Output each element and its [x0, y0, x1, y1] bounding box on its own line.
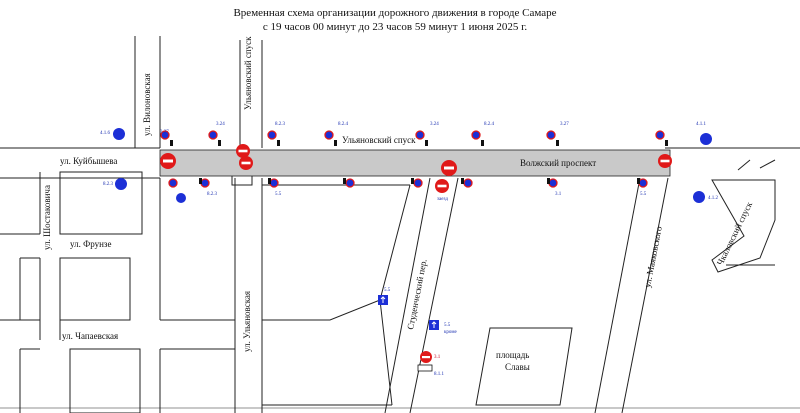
no-entry-icon — [236, 144, 250, 158]
no-parking-sign-icon — [208, 130, 218, 140]
no-parking-sign-icon — [546, 130, 556, 140]
no-parking-sign-icon — [463, 178, 473, 188]
scheme-title-line1: Временная схема организации дорожного дв… — [233, 7, 556, 19]
sign-label: 8.1.1 — [434, 372, 445, 377]
no-entry-icon — [435, 179, 449, 193]
street-mayakovskogo: ул. Маяковского — [642, 225, 664, 288]
no-parking-sign-icon — [267, 130, 277, 140]
street-volzhsky: Волжский проспект — [520, 158, 596, 168]
blue-direction-signs — [113, 128, 712, 203]
sign-label: 3.27 — [560, 122, 569, 127]
no-parking-sign-icon — [548, 178, 558, 188]
street-shostakovicha: ул. Шостаковича — [42, 185, 52, 250]
no-parking-sign-icon — [345, 178, 355, 188]
direction-arrow-sign-icon — [700, 133, 712, 145]
sign-label: 8.2.3 — [207, 192, 218, 197]
scheme-title-line2: с 19 часов 00 минут до 23 часов 59 минут… — [263, 21, 528, 33]
street-ulyanovsky-spusk-top: Ульяновский спуск — [243, 36, 253, 110]
block-frunze-south — [59, 257, 131, 321]
sign-label: 4.1.6 — [100, 131, 111, 136]
street-vilonovskaya: ул. Вилоновская — [142, 73, 152, 136]
no-entry-icon — [420, 351, 432, 363]
ploshchad-slavy-block — [475, 327, 573, 406]
sign-posts-south — [168, 178, 648, 188]
one-way-sign-icon — [429, 320, 439, 330]
no-parking-sign-icon — [638, 178, 648, 188]
no-entry-icon — [239, 156, 253, 170]
sign-label: 8.2.3 — [103, 182, 114, 187]
label-slavy: Славы — [505, 362, 530, 372]
no-parking-sign-icon — [160, 130, 170, 140]
sign-label: 5.5 — [275, 192, 282, 197]
direction-arrow-sign-icon — [176, 193, 186, 203]
post-markers — [170, 140, 668, 184]
street-ulyanovsky-spusk-mid: Ульяновский спуск — [342, 135, 416, 145]
no-entry-signs — [160, 144, 672, 363]
sign-label: 4.1.1 — [696, 122, 707, 127]
sign-label: 3.1 — [434, 355, 441, 360]
sign-label: 4.1.2 — [708, 196, 719, 201]
no-parking-sign-icon — [324, 130, 334, 140]
no-parking-sign-icon — [200, 178, 210, 188]
sign-label: заезд — [437, 197, 448, 202]
sign-label: 5.5 — [640, 192, 647, 197]
sign-label: 5.5 — [384, 288, 391, 293]
no-parking-sign-icon — [415, 130, 425, 140]
direction-arrow-sign-icon — [115, 178, 127, 190]
no-parking-sign-icon — [471, 130, 481, 140]
street-chapaevskaya: ул. Чапаевская — [62, 331, 118, 341]
sign-label: 3.1 — [555, 192, 562, 197]
no-parking-sign-icon — [413, 178, 423, 188]
city-blocks — [0, 36, 800, 413]
sign-label: 3.27 — [160, 130, 169, 135]
sign-label: 3.24 — [430, 122, 439, 127]
no-parking-sign-icon — [168, 178, 178, 188]
street-ulyanovskaya: ул. Ульяновская — [242, 291, 252, 352]
one-way-signs — [378, 295, 439, 372]
sign-label: 8.2.4 — [338, 122, 349, 127]
direction-arrow-sign-icon — [693, 191, 705, 203]
no-parking-sign-icon — [655, 130, 665, 140]
direction-arrow-sign-icon — [113, 128, 125, 140]
no-entry-icon — [441, 160, 457, 176]
block-chapaevskaya-south — [69, 348, 141, 413]
sign-posts-north — [160, 130, 665, 140]
sign-label: 8.2.4 — [484, 122, 495, 127]
one-way-sign-icon — [378, 295, 388, 305]
street-kuibysheva: ул. Куйбышева — [60, 156, 117, 166]
sign-label: 8.2.3 — [275, 122, 286, 127]
sign-label: кроме — [444, 330, 457, 335]
sign-label: 3.24 — [216, 122, 225, 127]
plate-sign-icon — [417, 364, 433, 372]
street-frunze: ул. Фрунзе — [70, 239, 111, 249]
no-parking-sign-icon — [269, 178, 279, 188]
sign-code-labels: 3.27 3.24 8.2.3 8.2.4 3.24 8.2.4 3.27 4.… — [100, 122, 719, 377]
street-studenchesky: Студенческий пер. — [405, 258, 428, 330]
sign-label: 5.5 — [444, 323, 451, 328]
label-ploshchad: площадь — [496, 350, 529, 360]
street-chkalovsky: Чкаловский спуск — [715, 200, 755, 267]
no-entry-icon — [160, 153, 176, 169]
block-shostakovicha-north — [59, 171, 143, 235]
no-entry-icon — [658, 154, 672, 168]
